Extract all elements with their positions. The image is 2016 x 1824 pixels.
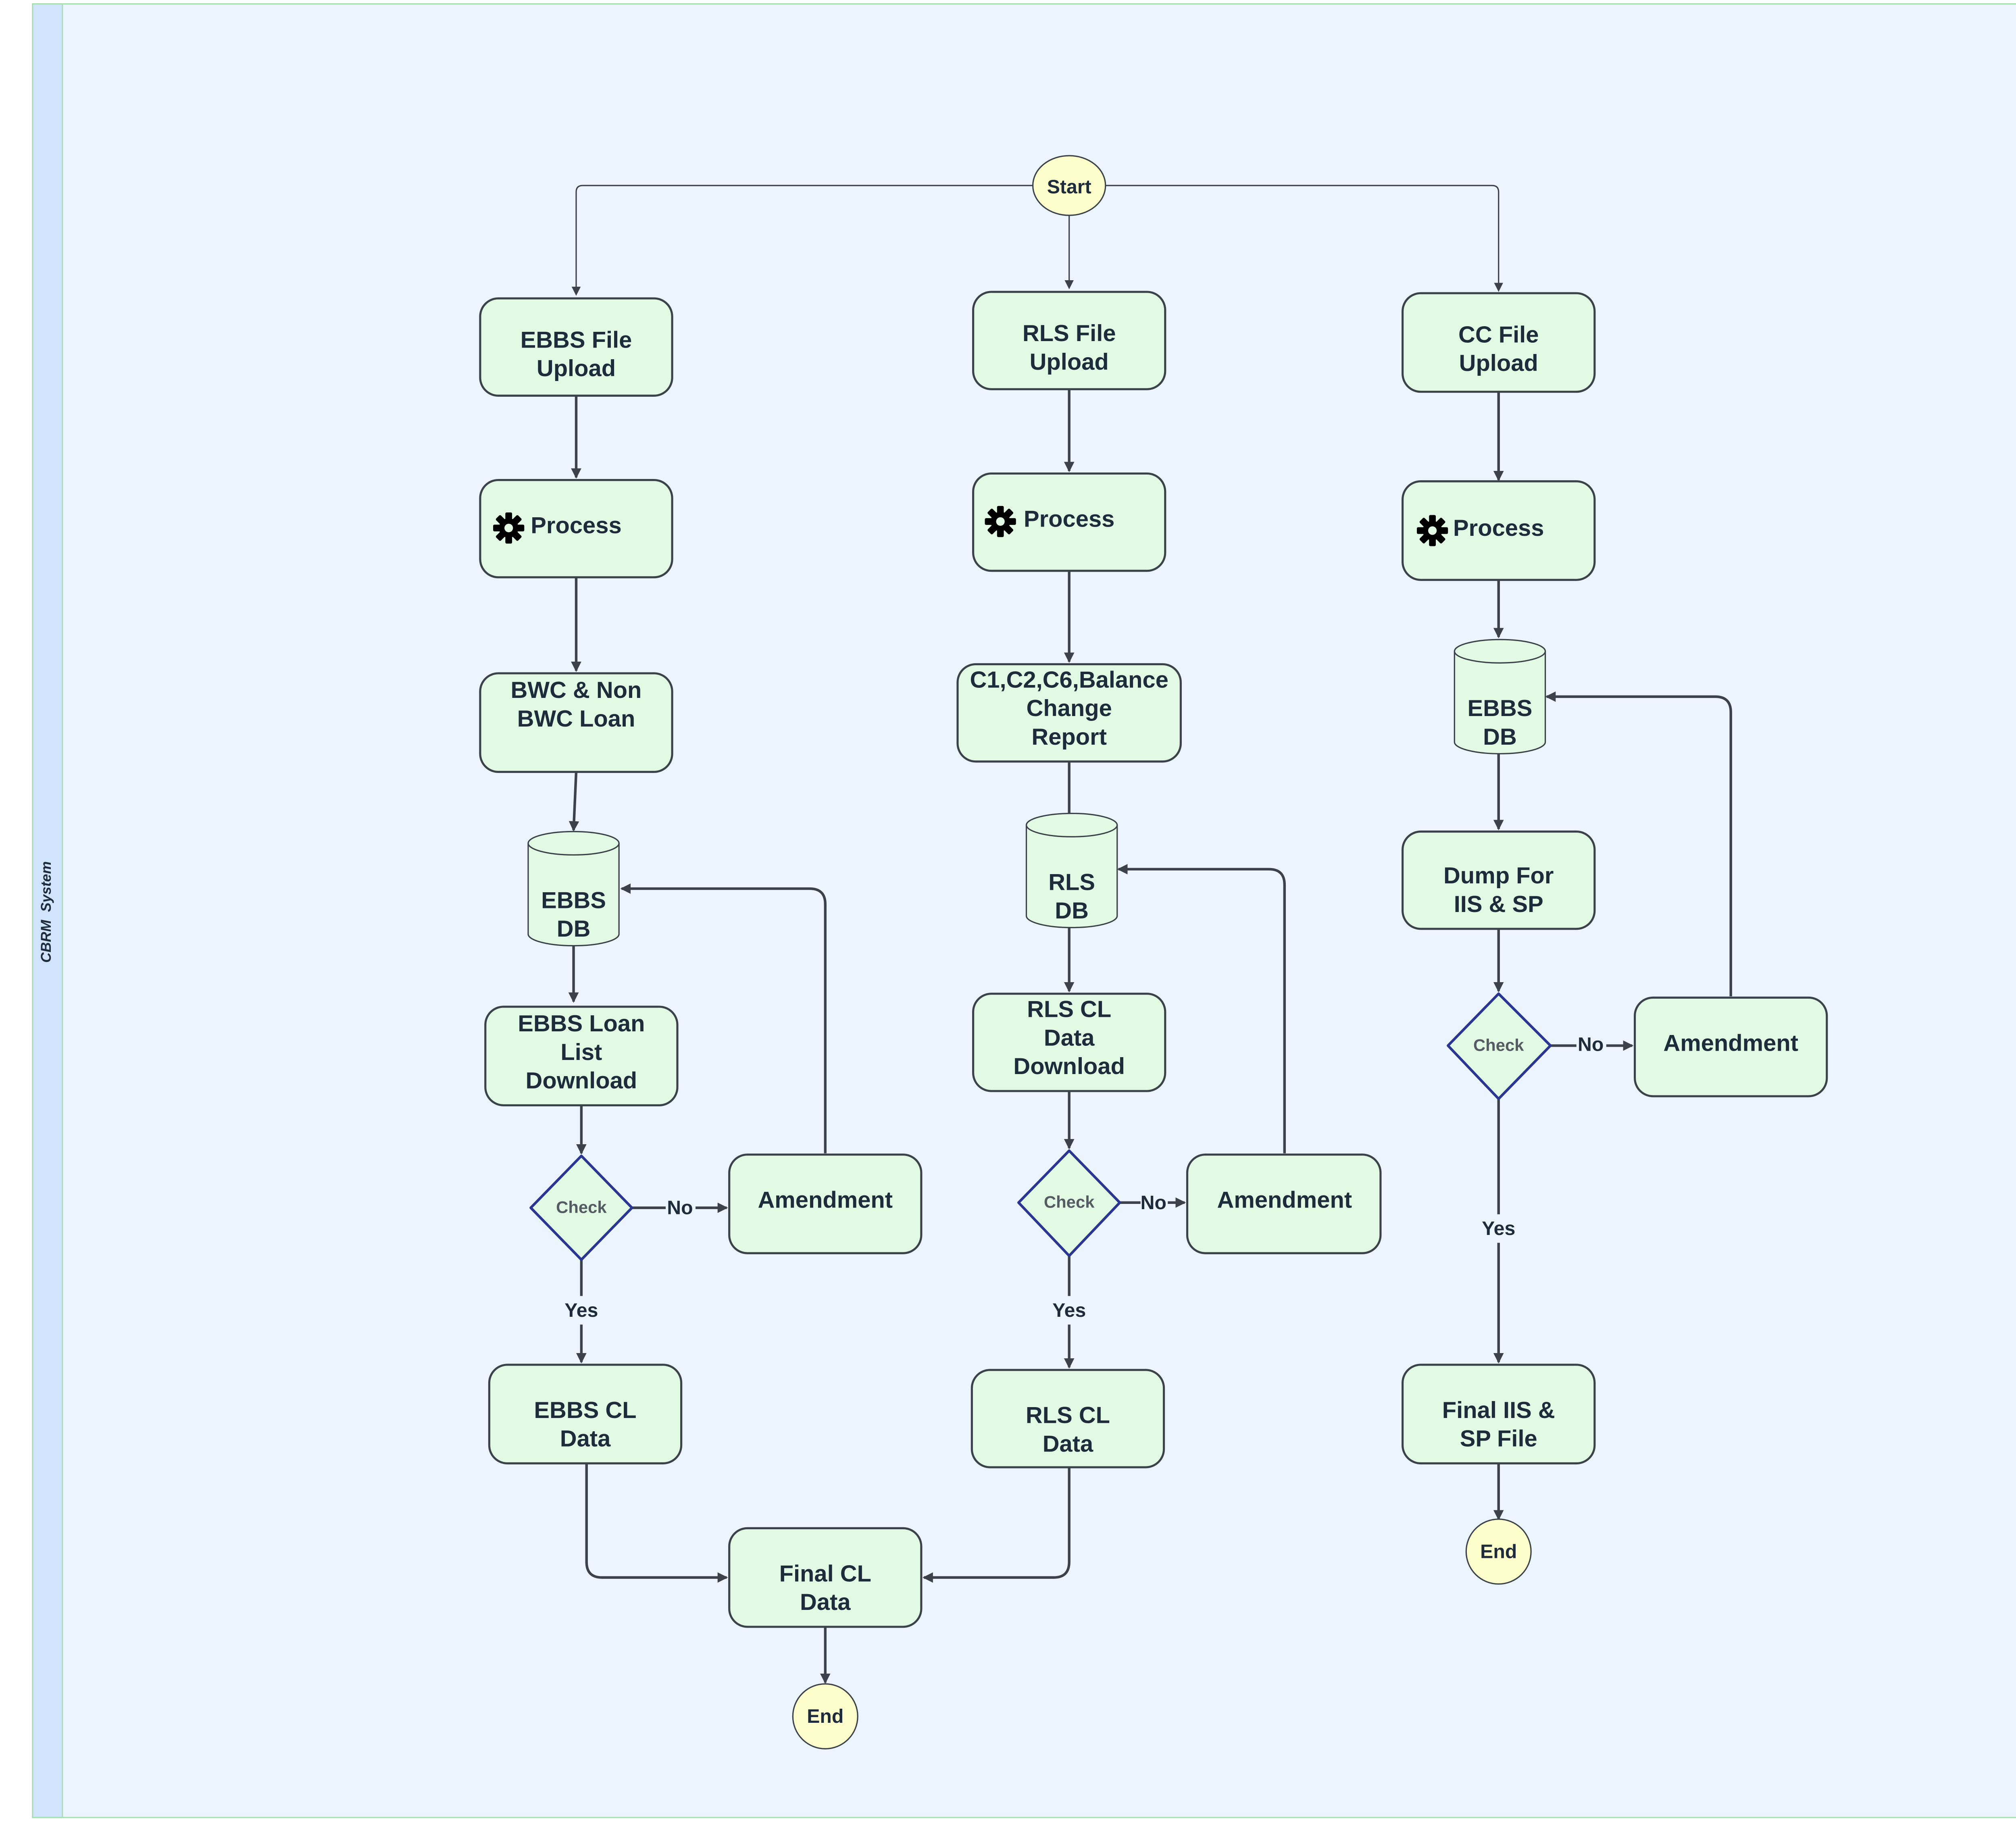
amendment-mid-label: Amendment (1217, 1187, 1352, 1213)
check-left-decision[interactable]: Check (529, 1154, 633, 1261)
amendment-right-node[interactable]: Amendment (1634, 996, 1828, 1097)
check-mid-label: Check (1044, 1193, 1095, 1212)
end-right-node[interactable]: End (1465, 1518, 1532, 1585)
amendment-left-node[interactable]: Amendment (728, 1154, 923, 1254)
check-left-label: Check (556, 1197, 607, 1216)
swimlane-header (32, 3, 63, 1818)
end-right-label: End (1480, 1541, 1517, 1562)
final-iis-sp-label: Final IIS &SP File (1442, 1397, 1555, 1452)
edge-start-cc (1105, 185, 1504, 292)
start-node[interactable]: Start (1032, 155, 1106, 216)
edge-label-yes-right: Yes (1482, 1218, 1515, 1239)
edge-label-no-right: No (1578, 1033, 1604, 1055)
final-iis-sp-node[interactable]: Final IIS &SP File (1402, 1364, 1596, 1465)
end-left-label: End (807, 1705, 843, 1727)
edge-label-yes-mid: Yes (1052, 1299, 1086, 1321)
edges (568, 185, 1732, 1684)
edge-label-no-left: No (667, 1197, 693, 1219)
start-label: Start (1047, 176, 1091, 198)
amendment-left-label: Amendment (758, 1187, 893, 1213)
edge-labels: No Yes No Yes No Yes (564, 1033, 1604, 1321)
amendment-mid-node[interactable]: Amendment (1186, 1154, 1382, 1254)
edge-label-yes-left: Yes (564, 1299, 598, 1321)
edge-label-no-mid: No (1141, 1192, 1166, 1214)
edge-amend-db-mid (1117, 864, 1286, 1154)
cc-process-node[interactable]: Process (1402, 480, 1596, 581)
end-left-node[interactable]: End (792, 1683, 858, 1749)
check-right-label: Check (1473, 1035, 1524, 1054)
check-mid-decision[interactable]: Check (1017, 1149, 1121, 1257)
rls-process-node[interactable]: Process (972, 472, 1166, 572)
gear-icon (985, 506, 1016, 537)
amendment-right-label: Amendment (1663, 1030, 1798, 1056)
ebbs-process-node[interactable]: Process (479, 479, 673, 579)
edge-rls-cl-final (923, 1467, 1070, 1583)
gear-icon (1417, 515, 1448, 546)
edge-bwc-db (569, 772, 579, 832)
edge-amend-db-right (1545, 691, 1732, 997)
cc-process-label: Process (1453, 515, 1544, 541)
edge-ebbs-cl-final (585, 1463, 728, 1583)
rls-process-label: Process (1024, 506, 1114, 532)
gear-icon (493, 512, 525, 544)
swimlane-title: CBRM System (38, 861, 54, 963)
edge-amend-db-left (620, 883, 827, 1154)
edge-start-ebbs (571, 185, 1034, 296)
swimlane: CBRM System (32, 3, 2016, 1818)
check-right-decision[interactable]: Check (1447, 992, 1552, 1100)
swimlane-body (32, 3, 2016, 1818)
ebbs-process-label: Process (531, 512, 621, 538)
